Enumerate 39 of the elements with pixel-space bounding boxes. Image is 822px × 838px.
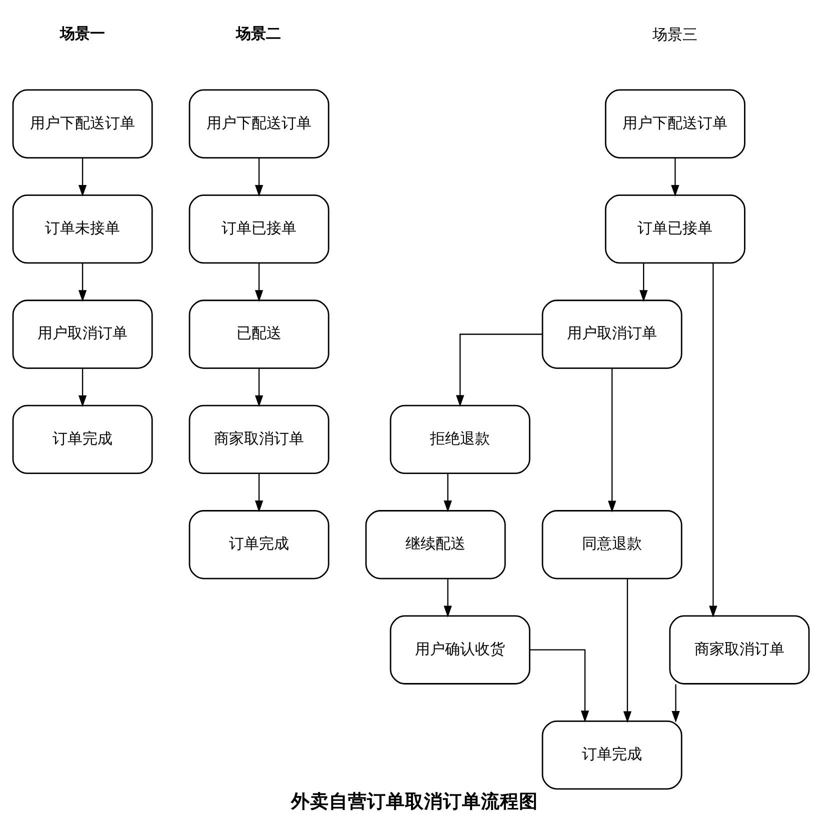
node-box: 订单未接单 xyxy=(12,194,153,264)
arrow xyxy=(671,158,680,197)
node-box: 商家取消订单 xyxy=(669,615,810,684)
node-box: 已配送 xyxy=(188,300,330,369)
arrow xyxy=(78,264,87,302)
node-box: 商家取消订单 xyxy=(188,404,330,474)
node-box: 同意退款 xyxy=(542,510,682,580)
arrow xyxy=(623,578,632,723)
node-box: 订单已接单 xyxy=(188,194,330,264)
node-box: 拒绝退款 xyxy=(390,404,530,474)
arrow xyxy=(608,368,616,513)
arrow xyxy=(444,579,452,618)
node-box: 继续配送 xyxy=(365,510,506,580)
node-box: 订单完成 xyxy=(542,720,682,790)
arrow xyxy=(456,334,542,407)
node-box: 订单完成 xyxy=(188,510,330,580)
arrow xyxy=(672,684,680,723)
label: 场景一 xyxy=(60,24,105,42)
label: 场景二 xyxy=(236,24,282,42)
arrow xyxy=(78,368,87,408)
node-box: 用户取消订单 xyxy=(542,300,682,369)
node-box: 用户取消订单 xyxy=(12,300,153,369)
label: 场景三 xyxy=(652,26,698,44)
arrow xyxy=(530,649,590,722)
node-box: 用户下配送订单 xyxy=(12,89,153,158)
arrow xyxy=(709,263,718,618)
node-box: 用户下配送订单 xyxy=(604,89,746,158)
arrow xyxy=(254,368,264,408)
diagram-title: 外卖自营订单取消订单流程图 xyxy=(291,791,538,812)
arrow xyxy=(444,474,452,512)
node-box: 用户下配送订单 xyxy=(188,89,330,158)
arrow xyxy=(254,474,264,512)
arrow xyxy=(78,158,87,197)
arrow xyxy=(254,264,264,302)
arrow xyxy=(254,158,264,197)
arrow xyxy=(640,264,648,302)
node-box: 订单完成 xyxy=(12,404,153,474)
node-box: 订单已接单 xyxy=(604,194,746,264)
node-box: 用户确认收货 xyxy=(390,615,530,684)
